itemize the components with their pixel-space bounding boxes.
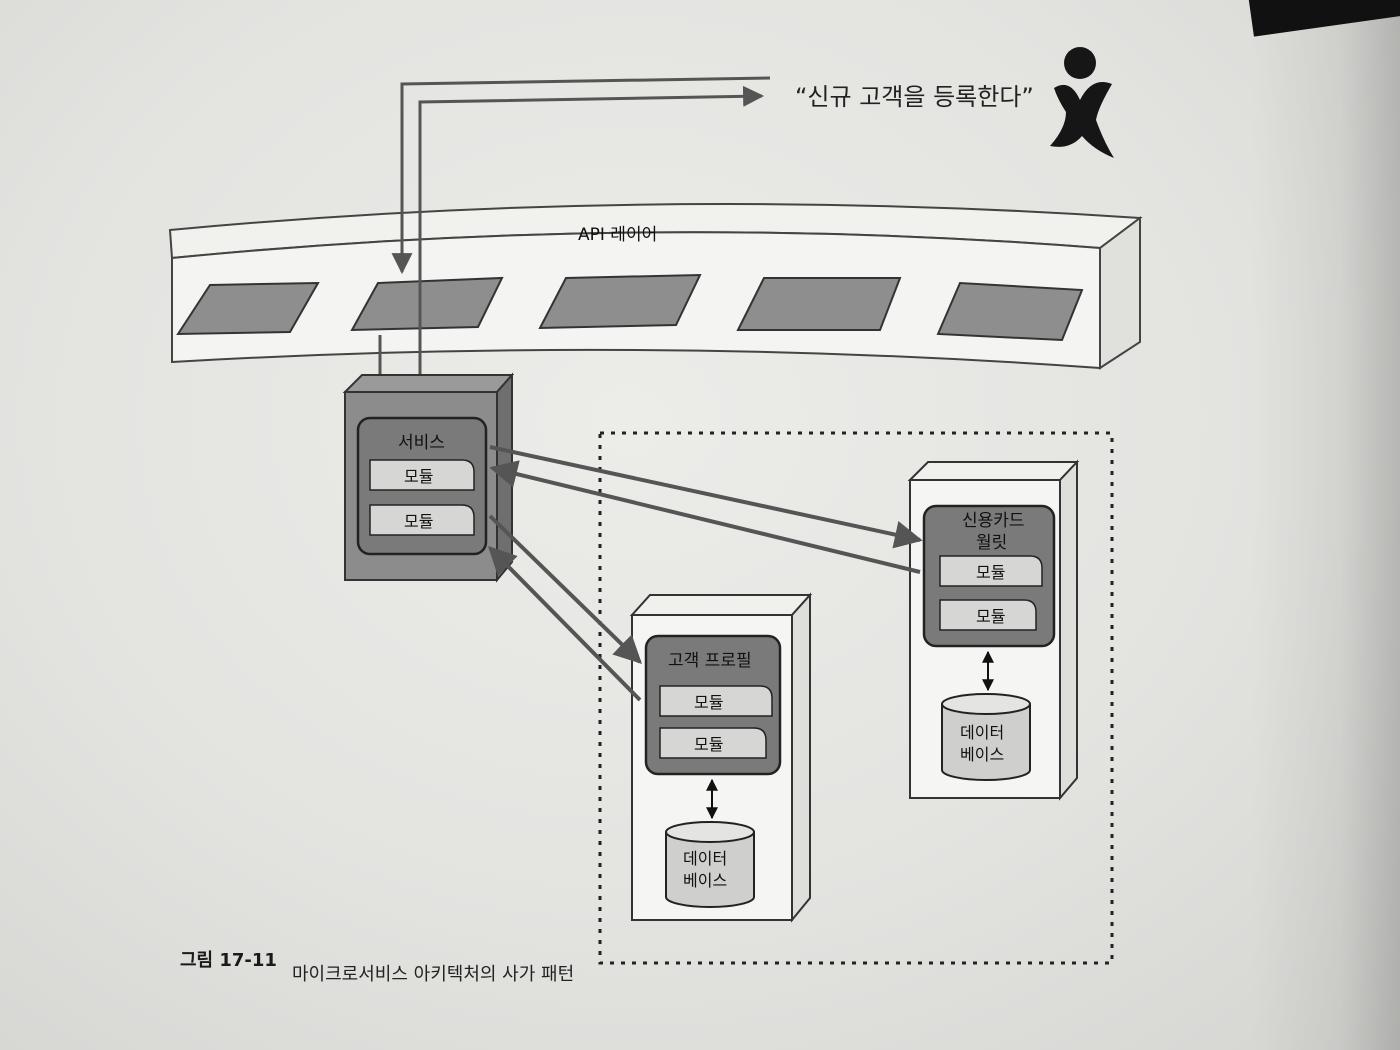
service-title: 서비스 <box>398 433 445 453</box>
credit-wallet-service: 신용카드 월릿 모듈 모듈 데이터 베이스 <box>907 459 1080 801</box>
api-endpoints <box>176 273 1084 342</box>
api-endpoint <box>538 273 702 330</box>
api-endpoint <box>936 281 1084 342</box>
svg-text:모듈: 모듈 <box>976 607 1005 626</box>
svg-text:모듈: 모듈 <box>404 512 433 531</box>
svg-text:모듈: 모듈 <box>694 693 723 712</box>
service-module: 모듈 <box>369 504 475 536</box>
svg-text:모듈: 모듈 <box>404 467 433 486</box>
caption-text: 마이크로서비스 아키텍처의 사가 패턴 <box>292 964 574 985</box>
svg-text:데이터: 데이터 <box>683 849 727 868</box>
api-endpoint <box>350 276 504 332</box>
saga-boundary <box>598 431 1114 965</box>
caption-number: 그림 17-11 <box>180 950 277 971</box>
customer-profile-title: 고객 프로필 <box>668 651 752 671</box>
service-box: 서비스 모듈 모듈 <box>342 372 515 583</box>
person-actor-icon <box>1050 47 1114 158</box>
api-layer-label: API 레이어 <box>578 225 657 245</box>
credit-wallet-module: 모듈 <box>939 555 1043 587</box>
credit-wallet-module: 모듈 <box>939 599 1037 631</box>
credit-wallet-title-2: 월릿 <box>976 533 1007 553</box>
svg-text:모듈: 모듈 <box>694 735 723 754</box>
customer-profile-module: 모듈 <box>659 727 767 759</box>
credit-wallet-database: 데이터 베이스 <box>941 693 1031 781</box>
svg-text:베이스: 베이스 <box>960 745 1004 764</box>
svg-text:모듈: 모듈 <box>976 563 1005 582</box>
api-endpoint <box>736 277 902 331</box>
customer-profile-database: 데이터 베이스 <box>665 821 755 908</box>
figure-caption: 그림 17-11 마이크로서비스 아키텍처의 사가 패턴 <box>180 950 574 985</box>
service-module: 모듈 <box>369 459 475 491</box>
api-endpoint <box>176 281 320 336</box>
customer-profile-service: 고객 프로필 모듈 모듈 데이터 베이스 <box>629 592 813 923</box>
customer-profile-module: 모듈 <box>659 685 773 717</box>
user-request-quote: “신규 고객을 등록한다” <box>795 83 1034 111</box>
credit-wallet-title-1: 신용카드 <box>962 511 1025 531</box>
page-edge-shadow <box>1250 0 1400 1050</box>
svg-text:베이스: 베이스 <box>683 871 727 890</box>
svg-text:데이터: 데이터 <box>960 723 1004 742</box>
saga-arrows <box>488 445 923 702</box>
